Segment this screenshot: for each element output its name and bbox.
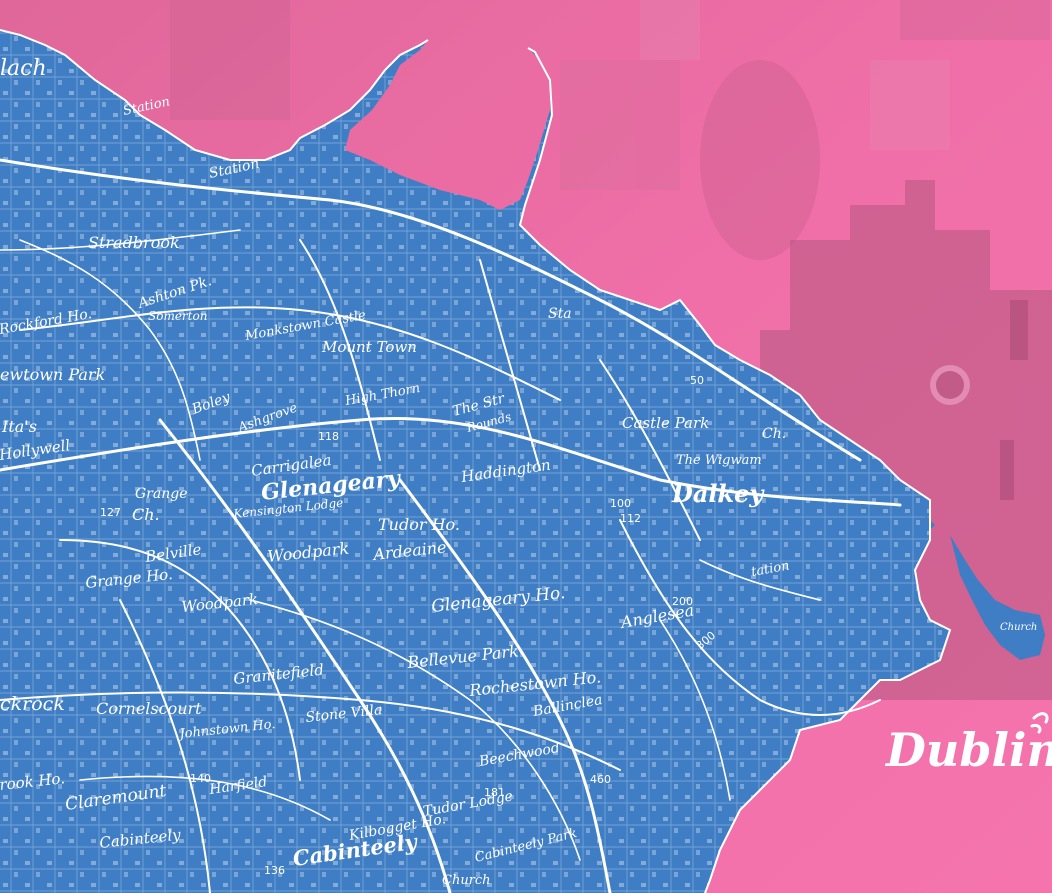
- label-num-100: 100: [610, 497, 631, 510]
- label-blackrock-2: ckrock: [0, 693, 65, 715]
- label-num-200: 200: [672, 595, 693, 608]
- dublin-logo: Dublin: [884, 712, 1052, 777]
- label-somerton: Somerton: [148, 309, 207, 323]
- label-grange: Grange: [135, 486, 188, 502]
- label-itas: Ita's: [1, 417, 37, 436]
- dalkey-island: [950, 535, 1045, 660]
- label-station-4: tation: [750, 558, 791, 579]
- label-mount-town: Mount Town: [321, 338, 417, 356]
- label-stradbrook: Stradbrook: [88, 233, 180, 252]
- label-num-140: 140: [190, 772, 211, 785]
- label-station-3: Sta: [548, 306, 572, 322]
- label-num-127: 127: [100, 506, 121, 519]
- label-cornelscourt: Cornelscourt: [96, 699, 202, 718]
- dublin-logo-text: Dublin: [884, 723, 1052, 777]
- label-newtown-park: ewtown Park: [0, 365, 105, 384]
- label-ch-1: Ch.: [762, 426, 786, 442]
- label-castle-park: Castle Park: [622, 414, 709, 432]
- label-the-wigwam: The Wigwam: [676, 453, 762, 468]
- label-num-181: 181: [484, 786, 505, 799]
- label-num-136: 136: [264, 864, 285, 877]
- label-dalkey: Dalkey: [671, 479, 765, 508]
- label-num-460: 460: [590, 773, 611, 786]
- coastline: [0, 29, 952, 893]
- faded-boat-photo: [170, 0, 1050, 260]
- label-island-church: Church: [1000, 622, 1037, 633]
- label-num-118: 118: [318, 430, 339, 443]
- swirl-icon: [1030, 712, 1049, 734]
- label-num-112: 112: [620, 512, 641, 525]
- map-roads: [0, 158, 902, 893]
- label-blackrock-partial: lach: [0, 56, 47, 81]
- label-tudor-ho: Tudor Ho.: [378, 515, 460, 534]
- label-church: Church: [442, 873, 491, 888]
- label-ch-2: Ch.: [132, 505, 160, 524]
- label-num-50: 50: [690, 374, 704, 387]
